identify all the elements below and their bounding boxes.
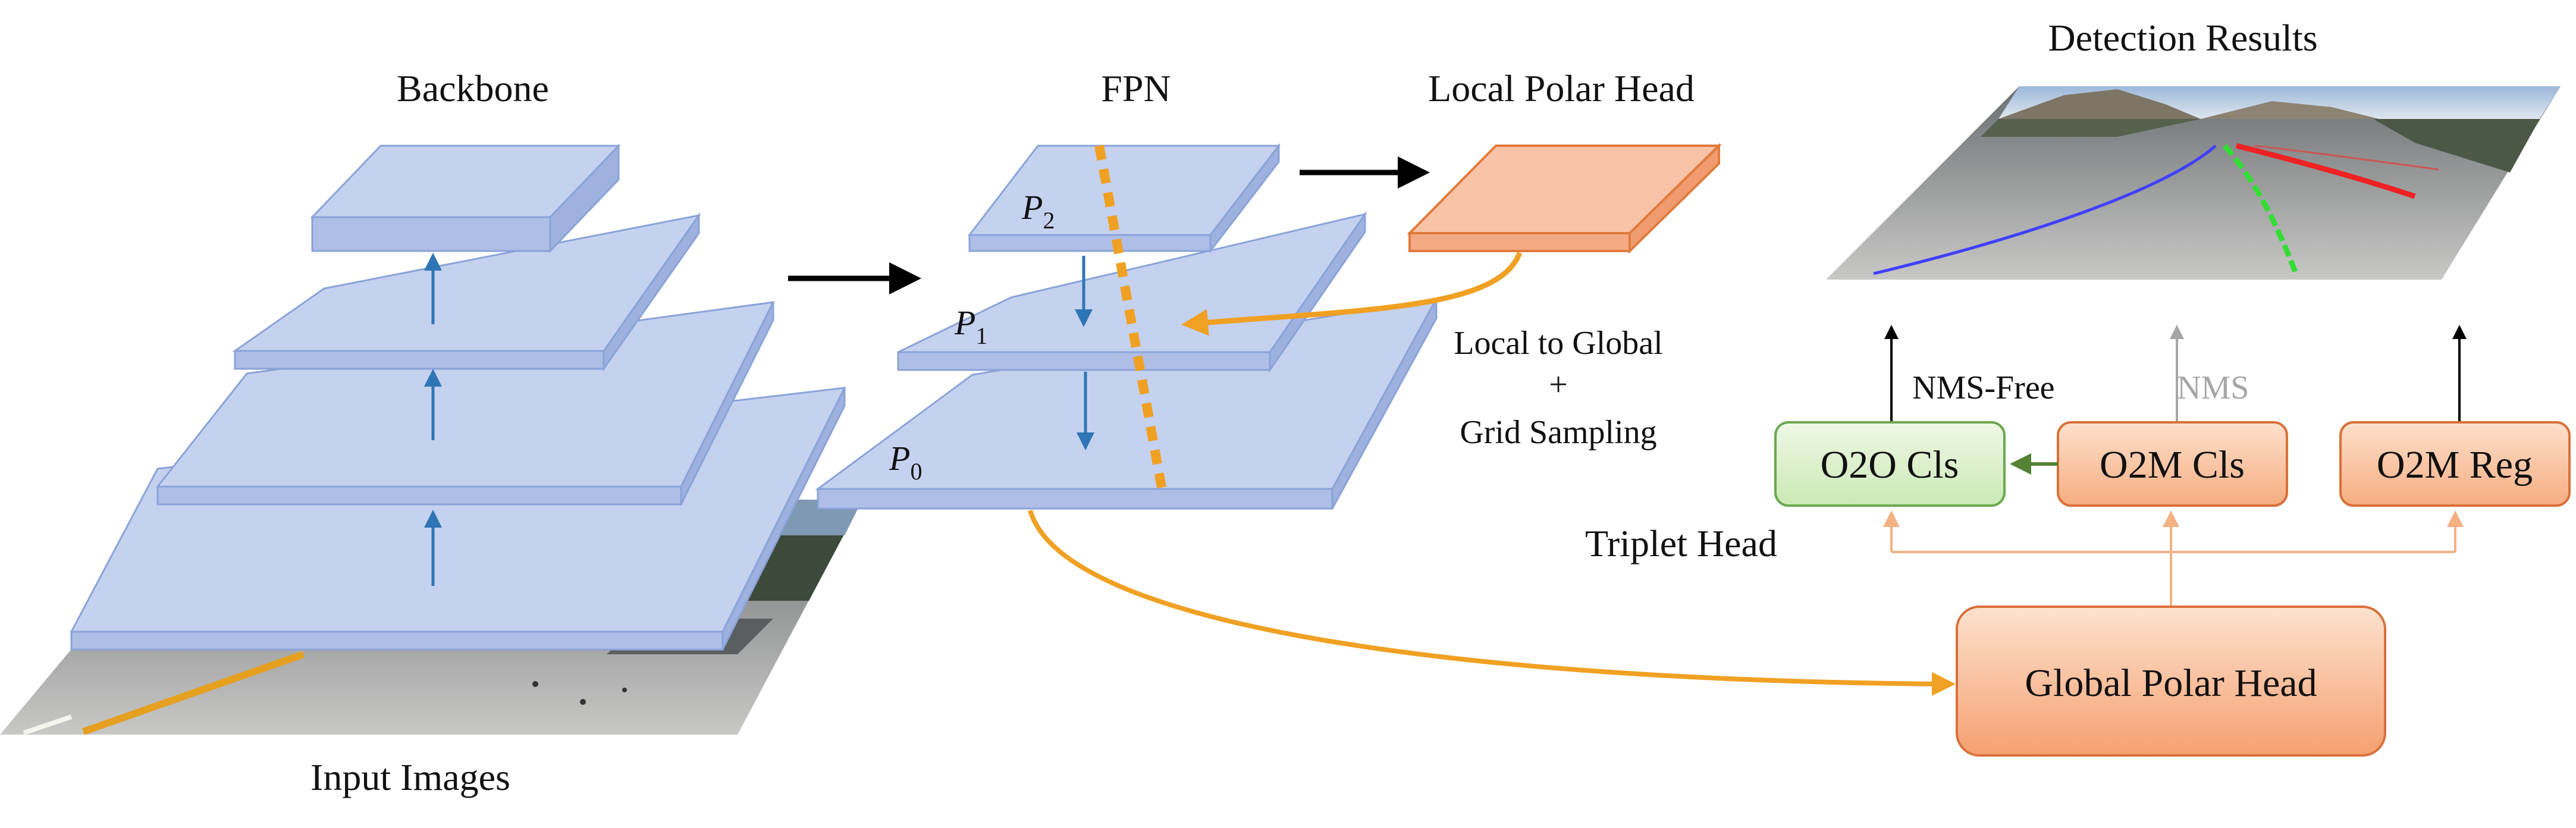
- global-polar-head-label: Global Polar Head: [2025, 661, 2317, 705]
- global-polar-head-box: Global Polar Head: [1956, 606, 2386, 757]
- fpn-label-p2: P2: [1021, 188, 1055, 234]
- o2m-cls-box: O2M Cls: [2057, 421, 2288, 507]
- triplet-head-title: Triplet Head: [1585, 522, 1777, 564]
- nms-free-label: NMS-Free: [1912, 369, 2055, 406]
- lane-green: [2222, 143, 2299, 275]
- local-polar-head-title: Local Polar Head: [1428, 67, 1695, 109]
- local-polar-head-block: [1407, 143, 1722, 254]
- global-to-heads-connectors: [1883, 510, 2464, 607]
- svg-text:+: +: [1549, 366, 1568, 403]
- o2o-cls-label: O2O Cls: [1821, 443, 1959, 487]
- fpn-plate-p2: [967, 143, 1281, 254]
- backbone-plate-1: [310, 143, 621, 253]
- local-to-global-caption: Local to Global + Grid Sampling: [1454, 325, 1662, 451]
- o2m-cls-label: O2M Cls: [2100, 443, 2245, 487]
- lane-red: [2235, 143, 2416, 199]
- lane-blue: [1873, 145, 2217, 275]
- o2o-cls-box: O2O Cls: [1774, 421, 2006, 507]
- o2m-reg-box: O2M Reg: [2339, 421, 2571, 507]
- input-images-label: Input Images: [310, 756, 510, 798]
- backbone-plate-3: [155, 301, 775, 506]
- detection-results-image: [1826, 86, 2561, 280]
- fpn-title: FPN: [1101, 67, 1171, 109]
- fpn-to-global-head-arrow: [1028, 509, 1956, 696]
- fpn-label-p1: P1: [954, 303, 987, 349]
- detection-results-title: Detection Results: [2048, 17, 2317, 59]
- svg-text:Grid Sampling: Grid Sampling: [1460, 414, 1656, 451]
- local-to-global-arrow: [1181, 252, 1523, 336]
- fpn-lane-proposal-line: [1094, 145, 1168, 495]
- svg-text:Local to Global: Local to Global: [1454, 325, 1662, 362]
- backbone-plate-2: [232, 212, 701, 372]
- backbone-title: Backbone: [397, 67, 549, 109]
- backbone-stack: [70, 143, 846, 651]
- fpn-label-p0: P0: [889, 439, 922, 485]
- nms-label: NMS: [2177, 369, 2249, 406]
- o2m-reg-label: O2M Reg: [2377, 443, 2533, 487]
- fpn-stack: [815, 143, 1438, 510]
